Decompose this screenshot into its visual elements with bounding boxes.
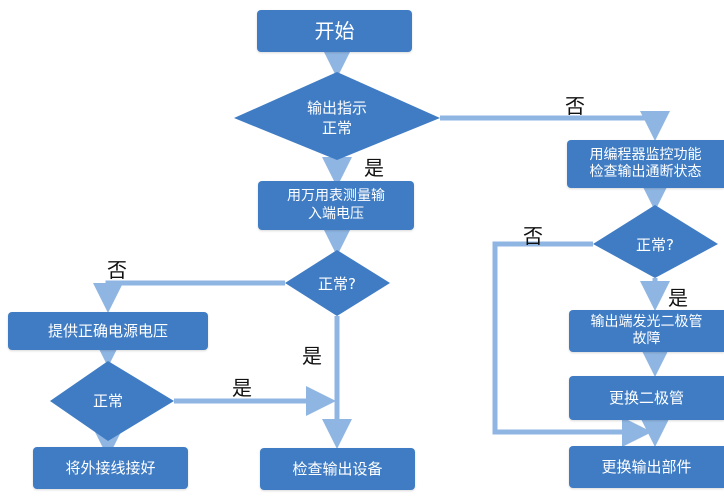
input-ok-diamond [285, 250, 390, 316]
reconnect-wiring-node: 将外接线接好 [33, 447, 188, 489]
measure-input-line1: 用万用表测量输 [287, 188, 385, 204]
edge-label-yes-input: 是 [302, 344, 322, 368]
measure-input-node: 用万用表测量输 入端电压 [258, 181, 414, 230]
measure-input-line2: 入端电压 [308, 205, 364, 222]
led-fault-line2: 故障 [632, 331, 661, 347]
output-ok-diamond [234, 72, 440, 160]
edge-label-yes-output: 是 [364, 156, 384, 180]
start-node: 开始 [257, 10, 412, 52]
edge-output-no [440, 111, 670, 141]
monitor-ok-diamond [593, 205, 718, 278]
monitor-programmer-node: 用编程器监控功能 检查输出通断状态 [567, 140, 724, 188]
edge-input-no [93, 280, 285, 313]
provide-voltage-node: 提供正确电源电压 [8, 312, 208, 350]
monitor-programmer-line1: 用编程器监控功能 [589, 146, 702, 163]
monitor-programmer-line2: 检查输出通断状态 [589, 164, 702, 180]
check-output-device-label: 检查输出设备 [292, 459, 383, 478]
replace-output-part-label: 更换输出部件 [601, 457, 692, 476]
replace-output-part-node: 更换输出部件 [569, 446, 724, 488]
edge-label-no-output: 否 [565, 94, 585, 118]
led-fault-line1: 输出端发光二极管 [590, 313, 703, 330]
provide-voltage-label: 提供正确电源电压 [47, 321, 168, 340]
led-fault-node: 输出端发光二极管 故障 [569, 310, 724, 352]
normal-after-power-diamond [50, 361, 174, 441]
edge-label-yes-monitor: 是 [668, 286, 688, 310]
edge-monitor-no [492, 241, 652, 447]
replace-led-label: 更换二极管 [608, 388, 684, 407]
edge-label-no-monitor: 否 [523, 224, 543, 248]
start-label: 开始 [314, 18, 355, 43]
edge-label-no-input: 否 [107, 258, 127, 282]
reconnect-wiring-label: 将外接线接好 [65, 458, 156, 477]
replace-led-node: 更换二极管 [569, 376, 724, 420]
check-output-device-node: 检查输出设备 [260, 448, 415, 490]
edge-label-yes-normal: 是 [232, 376, 252, 400]
